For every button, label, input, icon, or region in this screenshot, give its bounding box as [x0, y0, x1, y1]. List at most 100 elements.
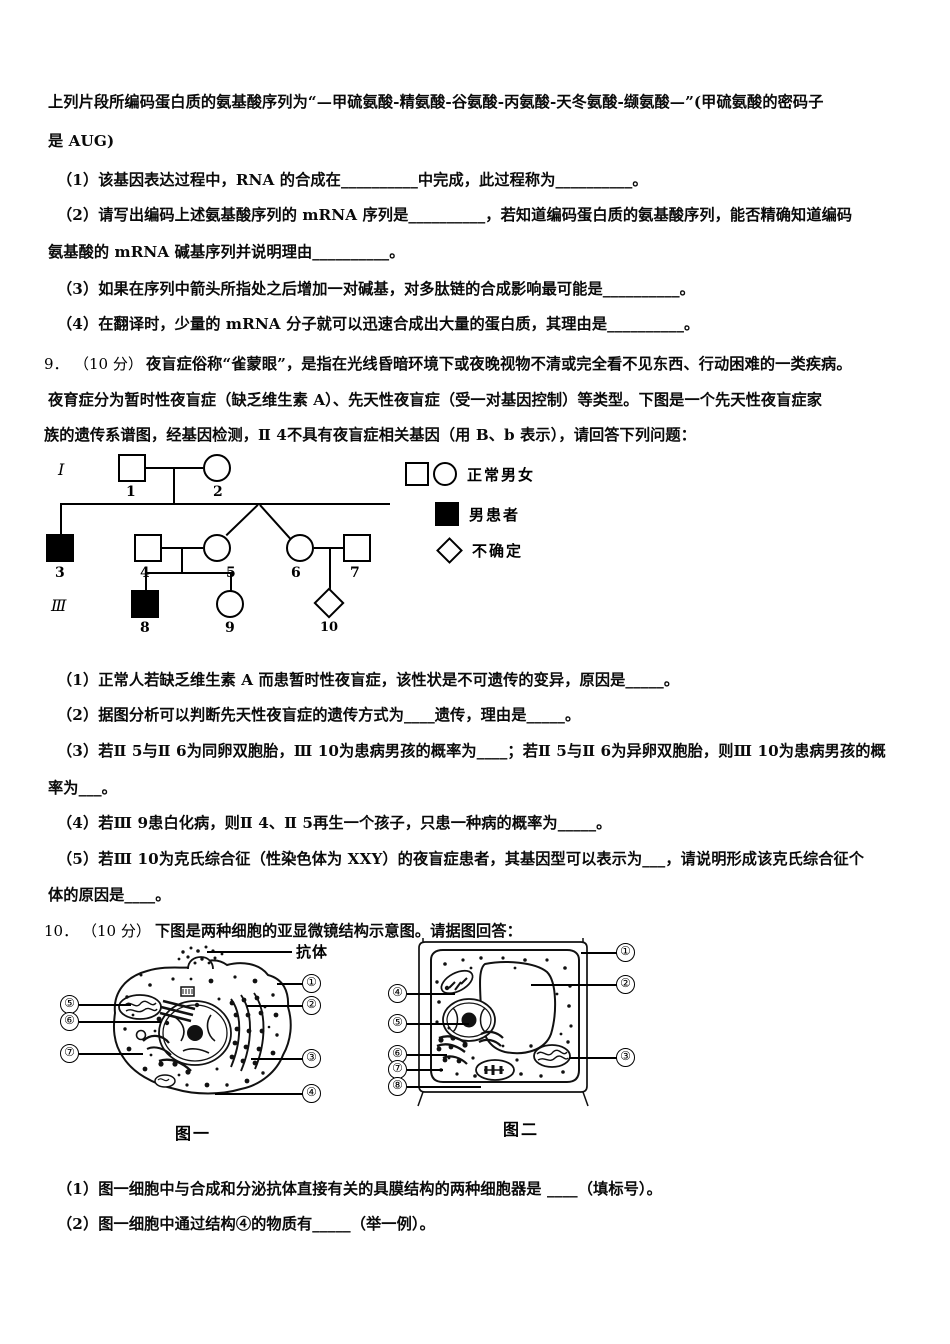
- q9-item-3: （3）若Ⅱ 5与Ⅱ 6为同卵双胞胎，Ⅲ 10为患病男孩的概率为____；若Ⅱ 5…: [57, 742, 886, 760]
- figure-one: 抗体 ① ② ③ ④ ⑤ ⑥ ⑦ 图一: [55, 943, 385, 1145]
- figure-two-leadline-3: [569, 1057, 617, 1059]
- figure-two-leadline-5: [407, 1023, 469, 1025]
- pedigree-individual-10: [313, 587, 345, 619]
- pedigree-branch-to-5: [225, 504, 259, 537]
- figure-one-caption: 图一: [175, 1124, 212, 1143]
- q9-stem-line-3: 族的遗传系谱图，经基因检测，Ⅱ 4不具有夜盲症相关基因（用 B、b 表示），请回…: [44, 426, 696, 444]
- figure-two-label-8: ⑧: [388, 1077, 407, 1096]
- figure-one-leadline-4: [215, 1093, 303, 1095]
- figure-one-leadline-5: [79, 1004, 131, 1006]
- q8-item-2: （2）请写出编码上述氨基酸序列的 mRNA 序列是__________，若知道编…: [57, 206, 853, 224]
- legend-square-open-icon: [405, 462, 429, 486]
- figure-one-antibody-label: 抗体: [296, 943, 329, 961]
- figure-two-caption: 图二: [503, 1120, 540, 1139]
- q9-item-2: （2）据图分析可以判断先天性夜盲症的遗传方式为____遗传，理由是_____。: [57, 706, 581, 724]
- generation-label-3: Ⅲ: [51, 596, 68, 615]
- q9-number: 9．: [44, 355, 69, 373]
- pedigree-descent-drop-gen1: [173, 467, 175, 504]
- q10-stem: 下图是两种细胞的亚显微镜结构示意图。请据图回答：: [155, 922, 522, 940]
- pedigree-mating-line-6-7: [314, 547, 343, 549]
- pedigree-sibship-bar-8-9: [145, 572, 231, 574]
- pedigree-id-10: 10: [320, 620, 339, 635]
- pedigree-chart: Ⅰ Ⅱ Ⅲ 1 2 3 4 5 6 7: [46, 448, 608, 638]
- pedigree-id-7: 7: [350, 565, 360, 581]
- pedigree-legend: 正常男女 男患者 不确定: [405, 462, 595, 572]
- figure-one-drawing: [113, 945, 292, 1095]
- intro-line-2: 是 AUG): [48, 132, 115, 150]
- figure-two-label-3: ③: [616, 1048, 635, 1067]
- pedigree-individual-5: [203, 534, 231, 562]
- legend-row-uncertain: 不确定: [436, 537, 524, 564]
- figure-two-leadline-2: [531, 984, 617, 986]
- figure-one-antibody-leadline: [207, 951, 292, 953]
- legend-row-affected-male: 男患者: [435, 502, 520, 526]
- figure-one-leadline-1: [277, 983, 303, 985]
- pedigree-drop-to-9: [230, 572, 232, 592]
- pedigree-id-8: 8: [140, 620, 150, 636]
- pedigree-descent-drop-4-5: [181, 547, 183, 573]
- figure-two-label-4: ④: [388, 984, 407, 1003]
- q9-item-5-cont: 体的原因是____。: [48, 886, 171, 904]
- pedigree-id-6: 6: [291, 565, 301, 581]
- legend-label-affected-male: 男患者: [469, 505, 521, 524]
- q9-item-1: （1）正常人若缺乏维生素 A 而患暂时性夜盲症，该性状是不可遗传的变异，原因是_…: [57, 671, 680, 689]
- q9-item-4: （4）若Ⅲ 9患白化病，则Ⅱ 4、Ⅱ 5再生一个孩子，只患一种病的概率为____…: [57, 814, 612, 832]
- figure-two-leadline-8: [407, 1086, 481, 1088]
- pedigree-sibship-bar-gen2: [60, 503, 390, 505]
- q9-stem-line-2: 夜育症分为暂时性夜盲症（缺乏维生素 A）、先天性夜盲症（受一对基因控制）等类型。…: [48, 391, 823, 409]
- pedigree-individual-9: [216, 590, 244, 618]
- figure-one-label-7: ⑦: [60, 1044, 79, 1063]
- pedigree-individual-7: [343, 534, 371, 562]
- generation-label-1: Ⅰ: [58, 460, 66, 479]
- q9-item-5: （5）若Ⅲ 10为克氏综合征（性染色体为 XXY）的夜盲症患者，其基因型可以表示…: [57, 850, 865, 868]
- figure-two-leadline-7: [407, 1069, 443, 1071]
- pedigree-individual-4: [134, 534, 162, 562]
- figure-one-leadline-6: [79, 1021, 161, 1023]
- figure-one-label-4: ④: [302, 1084, 321, 1103]
- figure-one-label-3: ③: [302, 1049, 321, 1068]
- pedigree-individual-8: [131, 590, 159, 618]
- pedigree-individual-2: [203, 454, 231, 482]
- pedigree-drop-to-3: [60, 503, 62, 536]
- figure-two-label-5: ⑤: [388, 1014, 407, 1033]
- q9-stem-line-1: 夜盲症俗称“雀蒙眼”，是指在光线昏暗环境下或夜晚视物不清或完全看不见东西、行动困…: [146, 355, 852, 373]
- pedigree-id-9: 9: [225, 620, 235, 636]
- q8-item-1: （1）该基因表达过程中，RNA 的合成在__________中完成，此过程称为_…: [57, 171, 648, 189]
- q10-item-2: （2）图一细胞中通过结构④的物质有_____（举一例）。: [57, 1215, 435, 1233]
- figure-one-label-1: ①: [302, 974, 321, 993]
- q10-number: 10．: [44, 922, 79, 940]
- legend-circle-open-icon: [433, 462, 457, 486]
- q8-item-4: （4）在翻译时，少量的 mRNA 分子就可以迅速合成出大量的蛋白质，其理由是__…: [57, 315, 700, 333]
- figure-two: ① ② ③ ④ ⑤ ⑥ ⑦ ⑧ 图二: [385, 930, 665, 1139]
- legend-row-normal: 正常男女: [405, 462, 535, 486]
- figure-two-label-2: ②: [616, 975, 635, 994]
- figure-one-leadline-7: [79, 1053, 143, 1055]
- q10-item-1: （1）图一细胞中与合成和分泌抗体直接有关的具膜结构的两种细胞器是 ____（填标…: [57, 1180, 662, 1198]
- figure-one-label-2: ②: [302, 996, 321, 1015]
- q10-score: （10 分）: [82, 922, 151, 940]
- q9-item-3-cont: 率为___。: [48, 779, 117, 797]
- intro-line-1: 上列片段所编码蛋白质的氨基酸序列为“—甲硫氨酸-精氨酸-谷氨酸-丙氨酸-天冬氨酸…: [48, 93, 824, 111]
- figure-two-label-1: ①: [616, 943, 635, 962]
- pedigree-id-2: 2: [213, 484, 223, 500]
- pedigree-drop-to-8: [145, 572, 147, 592]
- legend-label-uncertain: 不确定: [472, 542, 524, 560]
- figure-one-leadline-2: [247, 1005, 303, 1007]
- q8-item-2-cont: 氨基酸的 mRNA 碱基序列并说明理由__________。: [48, 243, 405, 261]
- figure-two-leadline-1: [581, 952, 617, 954]
- pedigree-individual-3: [46, 534, 74, 562]
- q8-item-3: （3）如果在序列中箭头所指处之后增加一对碱基，对多肽链的合成影响最可能是____…: [57, 280, 695, 298]
- legend-label-normal: 正常男女: [467, 465, 536, 484]
- figure-two-leadline-4: [407, 993, 455, 995]
- pedigree-id-4: 4: [140, 565, 150, 581]
- legend-diamond-open-icon: [436, 537, 463, 564]
- pedigree-branch-to-6: [259, 504, 292, 540]
- legend-square-filled-icon: [435, 502, 459, 526]
- pedigree-descent-drop-6-7: [329, 547, 331, 592]
- pedigree-id-3: 3: [55, 565, 65, 581]
- q9-score: （10 分）: [74, 355, 143, 373]
- pedigree-individual-1: [118, 454, 146, 482]
- figure-one-leadline-3: [251, 1058, 303, 1060]
- figure-two-drawing: [417, 930, 589, 1107]
